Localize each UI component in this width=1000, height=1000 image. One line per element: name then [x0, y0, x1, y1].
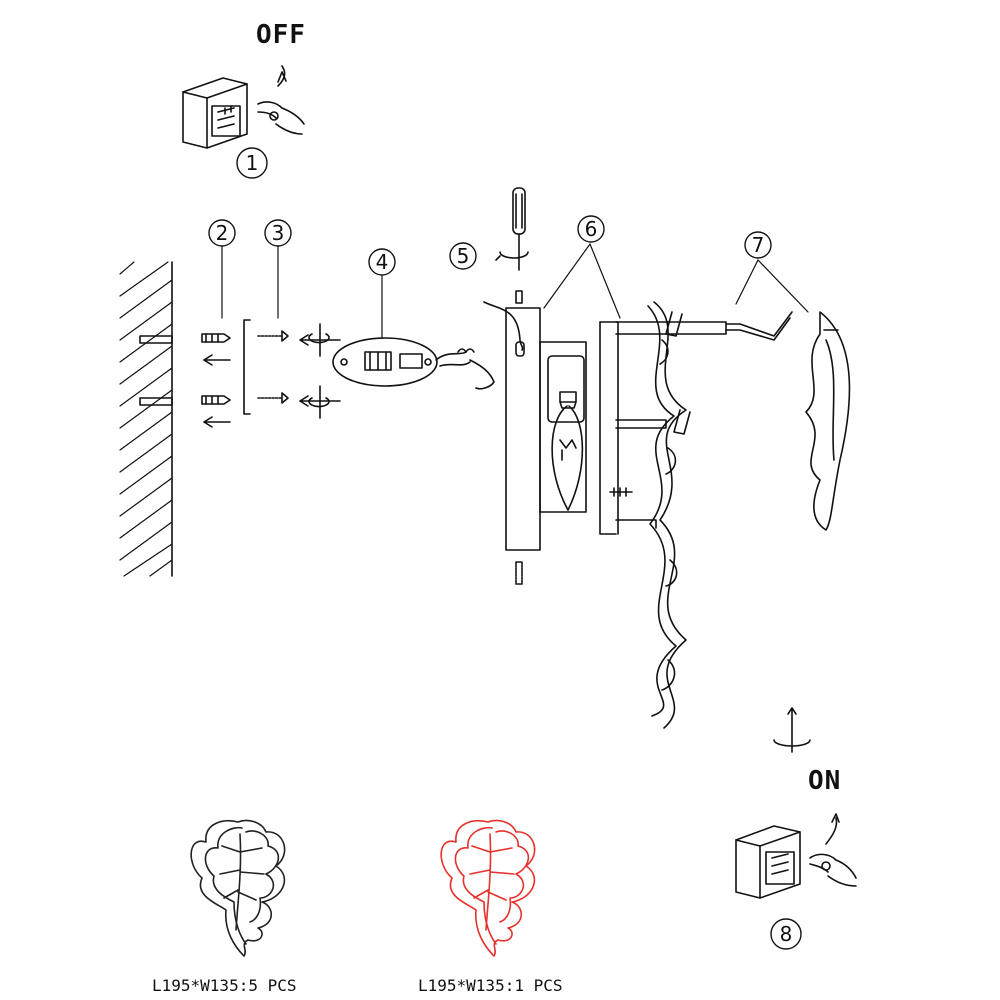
- lamp-backplate: [483, 301, 541, 551]
- wall-anchor-top: [201, 333, 231, 343]
- step-5-number: 5: [456, 244, 470, 268]
- leaf-chain: [647, 301, 687, 729]
- arrow-left-icon: [299, 334, 341, 407]
- switch-off-icon: [182, 77, 248, 149]
- arrow-left-icon: [203, 354, 231, 428]
- part-caption-black: L195*W135:5 PCS: [152, 976, 297, 995]
- step-2-number: 2: [215, 221, 229, 245]
- bulb-holder: [539, 341, 587, 513]
- screw-bottom-cap: [515, 561, 523, 585]
- rotate-icon: [308, 323, 330, 419]
- hand-pointing-icon: [809, 813, 857, 887]
- wall-plate: [332, 337, 495, 390]
- screw-top: [257, 330, 289, 342]
- hanging-hook: [725, 311, 793, 341]
- callout-lines: [221, 243, 809, 339]
- wall-anchor-bottom: [201, 395, 231, 405]
- wall-section: [119, 261, 173, 577]
- part-caption-red: L195*W135:1 PCS: [418, 976, 563, 995]
- leaf-part-red: [440, 819, 536, 957]
- step-3-number: 3: [271, 221, 285, 245]
- screwdriver-icon: [495, 187, 529, 304]
- switch-off-label: OFF: [256, 20, 306, 50]
- step-1-number: 1: [245, 151, 259, 175]
- step-4-number: 4: [375, 250, 389, 274]
- step-7-number: 7: [751, 233, 765, 257]
- leaf-part-black: [190, 819, 286, 957]
- rotate-up-icon: [773, 707, 811, 753]
- lamp-frame: [599, 311, 727, 535]
- switch-on-label: ON: [808, 766, 842, 796]
- mounting-bracket: [243, 319, 251, 415]
- switch-on-icon: [735, 825, 801, 899]
- hand-pointing-icon: [257, 65, 305, 135]
- single-hanging-leaf: [805, 311, 851, 531]
- screw-bottom: [257, 392, 289, 404]
- step-6-number: 6: [584, 217, 598, 241]
- step-8-number: 8: [779, 922, 793, 946]
